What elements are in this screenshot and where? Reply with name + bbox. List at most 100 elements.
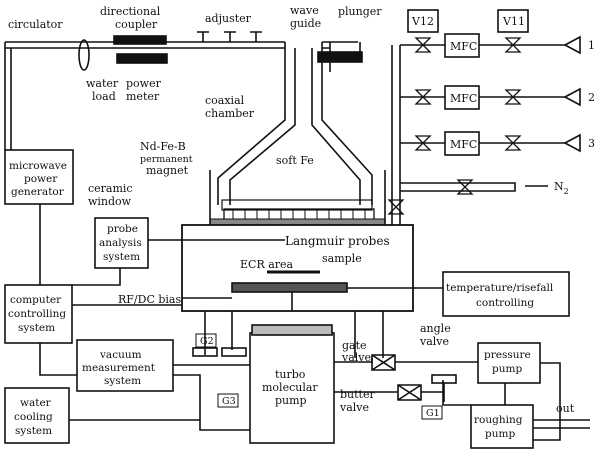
ceramic-window-label-1: ceramic: [88, 182, 133, 195]
turbo-pump-label-1: turbo: [275, 368, 306, 381]
gas-inlet-1: [563, 35, 581, 55]
mfc-3-label: MFC: [450, 138, 477, 151]
sample-label: sample: [322, 252, 362, 265]
computer-controlling-box: [4, 284, 73, 344]
butter-valve-label-2: valve: [339, 401, 369, 414]
roughing-pump-label-2: pump: [485, 428, 515, 440]
soft-fe-plate: [221, 199, 373, 211]
langmuir-label: Langmuir probes: [285, 234, 390, 248]
out-label: out: [556, 402, 575, 415]
sample-holder: [231, 282, 348, 293]
circulator-label: circulator: [8, 18, 63, 31]
gate-valve-label-2: valve: [341, 351, 371, 364]
gas-line-n2: [400, 182, 516, 192]
gas-line-3-label: 3: [588, 137, 595, 150]
plunger-label: plunger: [338, 5, 382, 18]
computer-label-1: computer: [10, 294, 62, 306]
turbo-pump-label-2: molecular: [262, 381, 318, 394]
coaxial-inner-funnel: [229, 48, 361, 205]
wave-guide-label-2: guide: [290, 17, 321, 30]
directional-coupler-block: [113, 35, 167, 45]
rf-dc-bias-label: RF/DC bias: [118, 293, 181, 306]
circulator-loop: [78, 39, 90, 71]
coaxial-chamber-label-2: chamber: [205, 107, 255, 120]
mfc-1-box: [444, 33, 480, 58]
microwave-generator-box: [4, 149, 74, 205]
gas-inlet-3: [563, 133, 581, 153]
gauge-g3-label: G3: [222, 396, 236, 407]
gauge-g1-head: [431, 374, 457, 384]
probe-label-2: analysis: [99, 237, 142, 249]
directional-coupler-label-1: directional: [100, 5, 161, 18]
probe-analysis-box: [94, 217, 149, 269]
soft-fe-label: soft Fe: [276, 154, 314, 167]
plunger-rod: [329, 42, 361, 72]
coaxial-chamber-label-1: coaxial: [205, 94, 245, 107]
pressure-pump-label-2: pump: [492, 363, 522, 375]
valve-v11-box: [497, 9, 529, 33]
power-meter-label-2: meter: [126, 90, 160, 103]
temperature-label-2: controlling: [476, 297, 534, 309]
waveguide-line: [5, 41, 358, 49]
turbo-pump-label-3: pump: [275, 394, 307, 407]
angle-valve-label-2: valve: [419, 335, 449, 348]
vacuum-label-2: measurement: [82, 362, 156, 374]
gauge-g2-frame: [195, 333, 217, 348]
directional-coupler-label-2: coupler: [115, 18, 158, 31]
plunger-body: [317, 51, 363, 63]
gas-line-2-label: 2: [588, 91, 595, 104]
mfc-2-box: [444, 85, 480, 110]
coaxial-outer-walls: [209, 170, 386, 225]
gauge-g2-label: G2: [200, 336, 214, 347]
waveguide-left-drop: [4, 42, 12, 150]
butter-valve-label-1: butter: [340, 388, 375, 401]
angle-valve-label-1: angle: [420, 322, 451, 335]
valve-v11-label: V11: [502, 15, 525, 28]
waveguide-funnel: [217, 42, 373, 205]
probe-label-1: probe: [107, 223, 138, 235]
mfc-2-label: MFC: [450, 92, 477, 105]
process-chamber: [181, 224, 414, 312]
gauge-g2-head: [192, 347, 218, 357]
vacuum-label-3: system: [104, 375, 141, 387]
angle-valve: [371, 354, 396, 371]
water-cooling-label-2: cooling: [14, 411, 53, 423]
gas-inlet-2: [563, 87, 581, 107]
probe-label-3: system: [103, 251, 140, 263]
water-cooling-label-3: system: [15, 425, 52, 437]
gate-valve-label-1: gate: [342, 339, 367, 352]
n2-label: N2: [554, 180, 569, 196]
turbo-pump-top: [251, 324, 333, 336]
microwave-label-3: generator: [11, 186, 65, 198]
microwave-label-2: power: [24, 173, 58, 185]
gas-line-1-label: 1: [588, 39, 595, 52]
mfc-1-label: MFC: [450, 40, 477, 53]
roughing-pump-label-1: roughing: [474, 414, 523, 426]
valve-v12-label: V12: [411, 15, 434, 28]
control-wiring: [39, 204, 250, 431]
magnet-label-3: magnet: [146, 164, 189, 177]
water-cooling-label-1: water: [20, 397, 52, 409]
temperature-controlling-box: [442, 271, 570, 317]
gauge-g1-label: G1: [426, 408, 440, 419]
adjuster-label: adjuster: [205, 12, 252, 25]
computer-label-3: system: [18, 322, 55, 334]
computer-label-2: controlling: [8, 308, 66, 320]
water-load-label-1: water: [86, 77, 119, 90]
magnet-label-2: permanent: [140, 154, 193, 165]
vacuum-label-1: vacuum: [99, 349, 142, 361]
ceramic-window-label-2: window: [88, 195, 132, 208]
gauge-lines: [204, 311, 384, 358]
gauge-g3-frame: [217, 393, 239, 408]
butterfly-valve: [397, 384, 422, 401]
pressure-pump-label-1: pressure: [484, 349, 531, 361]
power-meter-block: [116, 53, 168, 64]
roughing-pump-box: [470, 404, 534, 449]
ecr-area-label: ECR area: [240, 258, 294, 271]
gauge-g1-frame: [421, 405, 443, 420]
magnet-arrows: [232, 210, 366, 220]
magnet-label-1: Nd-Fe-B: [140, 140, 186, 153]
temperature-label-1: temperature/risefall: [446, 282, 554, 294]
gas-manifold: [391, 45, 401, 225]
